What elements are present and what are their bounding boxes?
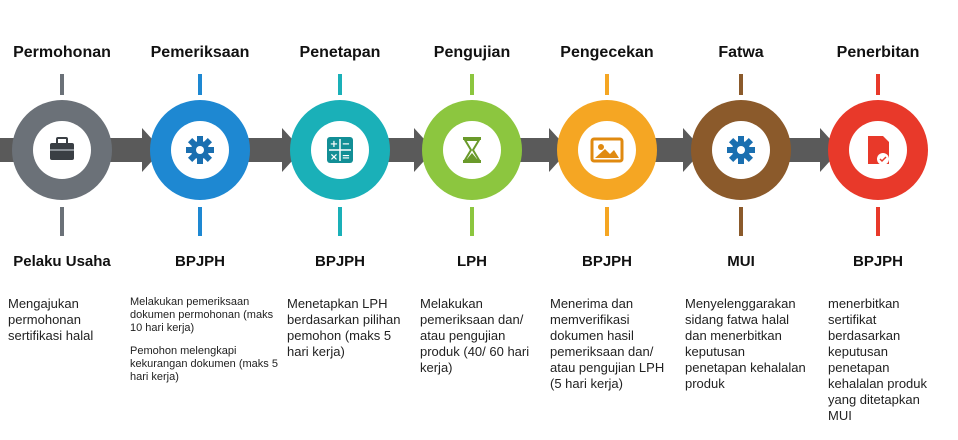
stage-ring (12, 100, 112, 200)
certificate-document-icon (868, 136, 889, 165)
stage-actor: Pelaku Usaha (13, 253, 111, 270)
connector-arrow (642, 128, 703, 172)
stage-description-paragraph: Menyelenggarakan sidang fatwa halal dan … (685, 296, 806, 391)
stage-description: Melakukan pemeriksaan dan/ atau pengujia… (420, 296, 545, 376)
stage-description: Menyelenggarakan sidang fatwa halal dan … (685, 296, 810, 392)
calculator-icon: +−× = (327, 137, 353, 163)
stage-title: Pengujian (433, 44, 511, 61)
connector-arrow (776, 128, 840, 172)
stage-description: Melakukan pemeriksaan dokumen permohonan… (130, 296, 280, 384)
stage-actor: BPJPH (314, 253, 366, 270)
stage-ring (422, 100, 522, 200)
stage-title: Fatwa (718, 44, 764, 61)
stage-description: Menetapkan LPH berdasarkan pilihan pemoh… (287, 296, 412, 360)
stage-description: Menerima dan memverifikasi dokumen hasil… (550, 296, 675, 392)
stage-actor: BPJPH (174, 253, 226, 270)
stage-ring (691, 100, 791, 200)
connector-arrow (507, 128, 569, 172)
stage-description-paragraph: Melakukan pemeriksaan dan/ atau pengujia… (420, 296, 530, 375)
briefcase-icon (50, 137, 74, 160)
stage-ring (828, 100, 928, 200)
stage-title: Pengecekan (560, 44, 654, 61)
stage-actor: MUI (727, 253, 755, 270)
stage-ring: +−× = (290, 100, 390, 200)
hourglass-icon (463, 137, 481, 163)
connector-arrow (375, 128, 434, 172)
stage-actor: LPH (457, 253, 487, 270)
stage-title: Permohonan (13, 44, 111, 61)
connector-arrow (235, 128, 302, 172)
stage-description-paragraph: menerbitkan sertifikat berdasarkan keput… (828, 296, 928, 423)
svg-text:−: − (342, 139, 350, 150)
stage-description-paragraph: Melakukan pemeriksaan dokumen permohonan… (130, 296, 274, 334)
svg-text:×: × (330, 152, 338, 163)
image-icon (590, 137, 624, 163)
stage-ring (150, 100, 250, 200)
svg-text:=: = (342, 152, 350, 163)
stage-title: Penetapan (299, 44, 381, 61)
stage-description-paragraph: Menetapkan LPH berdasarkan pilihan pemoh… (287, 296, 401, 359)
stage-description: Mengajukan permohonan sertifikasi halal (8, 296, 126, 344)
stage-title: Pemeriksaan (150, 44, 250, 61)
stage-description: menerbitkan sertifikat berdasarkan keput… (828, 296, 946, 424)
stage-description-paragraph: Menerima dan memverifikasi dokumen hasil… (550, 296, 665, 391)
stage-ring (557, 100, 657, 200)
connector-arrow (97, 128, 162, 172)
gear-icon (727, 136, 755, 164)
stage-title: Penerbitan (836, 44, 920, 61)
stage-actor: BPJPH (852, 253, 904, 270)
stage-actor: BPJPH (581, 253, 633, 270)
stage-description-paragraph: Pemohon melengkapi kekurangan dokumen (m… (130, 345, 278, 383)
svg-text:+: + (330, 139, 338, 150)
stage-description-paragraph: Mengajukan permohonan sertifikasi halal (8, 296, 94, 343)
gear-icon (186, 136, 214, 164)
